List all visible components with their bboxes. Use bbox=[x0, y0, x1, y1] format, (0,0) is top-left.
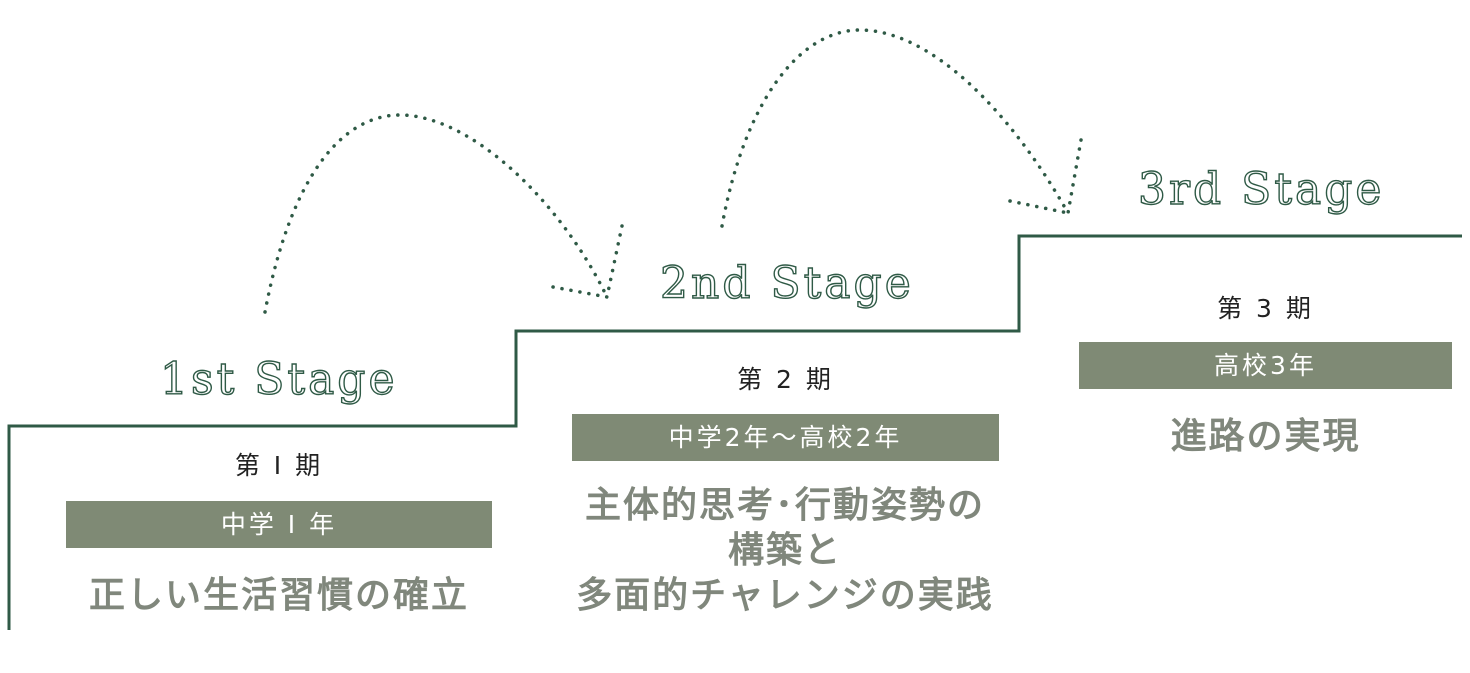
stair-step-line bbox=[7, 234, 1462, 630]
arrowhead-1-right bbox=[605, 224, 624, 299]
stage-2-period: 第 2 期 bbox=[737, 365, 834, 394]
stage-3-period: 第 3 期 bbox=[1217, 294, 1314, 323]
dotted-arc-1 bbox=[263, 113, 609, 314]
arrowhead-2-left bbox=[1008, 199, 1070, 215]
stage-2-goal-line-1: 主体的思考･行動姿勢の bbox=[584, 485, 985, 526]
stage-2-goal: 主体的思考･行動姿勢の 構築と 多面的チャレンジの実践 bbox=[545, 483, 1025, 618]
stage-1-grade-bar: 中学 I 年 bbox=[66, 501, 492, 548]
stage-2-title: 2nd Stage bbox=[659, 258, 914, 309]
arrow-2-to-3 bbox=[720, 28, 1083, 228]
stage-1-title: 1st Stage bbox=[159, 354, 398, 405]
arrow-1-to-2 bbox=[263, 113, 624, 314]
stage-3-title: 3rd Stage bbox=[1137, 164, 1385, 215]
stage-2-grade-bar: 中学2年〜高校2年 bbox=[572, 414, 999, 461]
stage-3-goal-line-1: 進路の実現 bbox=[1170, 416, 1361, 457]
arrowhead-1-left bbox=[551, 285, 609, 299]
stage-3-grade-bar: 高校3年 bbox=[1079, 342, 1452, 389]
dotted-arc-2 bbox=[720, 28, 1070, 228]
stage-2-goal-line-3: 多面的チャレンジの実践 bbox=[576, 575, 994, 616]
stage-3-goal: 進路の実現 bbox=[1079, 414, 1452, 459]
arrowhead-2-right bbox=[1066, 138, 1083, 215]
stage-1-goal: 正しい生活習慣の確立 bbox=[40, 573, 518, 618]
stage-1-period: 第 I 期 bbox=[234, 451, 324, 480]
stage-1-goal-line-1: 正しい生活習慣の確立 bbox=[88, 575, 469, 616]
stage-2-goal-line-2: 構築と bbox=[727, 530, 842, 571]
